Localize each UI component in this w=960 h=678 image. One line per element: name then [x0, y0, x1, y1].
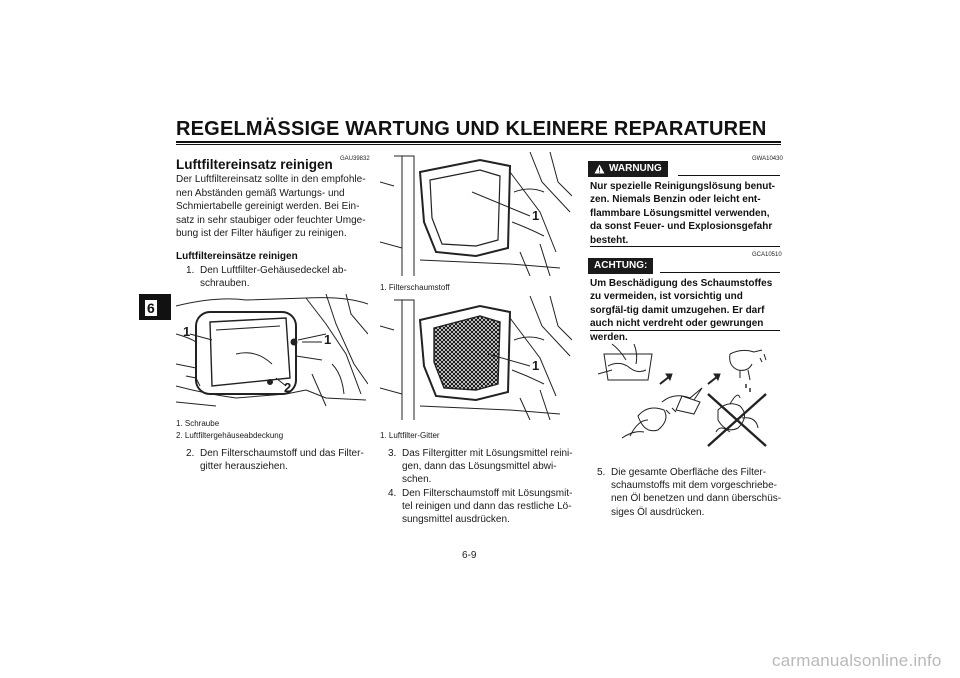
step-3: 3. Das Filtergitter mit Lösungsmittel re…: [388, 447, 574, 487]
step-text: Die gesamte Oberfläche des Filter-schaum…: [611, 467, 782, 518]
figure-caption: 2. Luftfiltergehäuseabdeckung: [176, 431, 284, 440]
page-title: REGELMÄSSIGE WARTUNG UND KLEINERE REPARA…: [176, 118, 767, 140]
step-1: 1. Den Luftfilter-Gehäusedeckel ab-schra…: [186, 264, 368, 290]
caution-bottom-rule: [590, 330, 780, 331]
callout-label: 1: [532, 358, 540, 373]
warning-text: Nur spezielle Reinigungslösung benut-zen…: [590, 181, 776, 246]
warning-label-text: WARNUNG: [609, 163, 662, 174]
step-5: 5. Die gesamte Oberfläche des Filter-sch…: [597, 466, 783, 519]
step-number: 3.: [388, 448, 397, 459]
warning-rule: [678, 175, 780, 176]
filter-screen-figure: 1: [380, 296, 572, 420]
caution-rule: [660, 272, 780, 273]
figure-caption: 1. Luftfilter-Gitter: [380, 431, 440, 440]
step-text: Den Filterschaumstoff mit Lösungsmit-tel…: [402, 488, 573, 526]
warning-triangle-icon: [594, 164, 605, 174]
chapter-number: 6: [145, 300, 157, 316]
section-heading: Luftfiltereinsatz reinigen: [176, 157, 333, 172]
intro-paragraph: Der Luftfiltereinsatz sollte in den empf…: [176, 174, 366, 240]
step-number: 5.: [597, 467, 606, 478]
step-4: 4. Den Filterschaumstoff mit Lösungsmit-…: [388, 487, 574, 527]
oiling-instruction-figure: [590, 340, 782, 452]
callout-label: 1: [324, 332, 332, 347]
step-number: 2.: [186, 448, 195, 459]
step-2: 2. Den Filterschaumstoff und das Filter-…: [186, 447, 368, 473]
step-number: 1.: [186, 265, 195, 276]
step-text: Das Filtergitter mit Lösungsmittel reini…: [402, 448, 573, 486]
figure-caption: 1. Filterschaumstoff: [380, 283, 450, 292]
title-rule: [176, 141, 781, 143]
step-number: 4.: [388, 488, 397, 499]
warning-code: GWA10430: [752, 156, 783, 162]
callout-label: 1: [532, 208, 540, 223]
filter-foam-figure: 1: [380, 152, 572, 276]
step-text: Den Luftfilter-Gehäusedeckel ab-schraube…: [200, 265, 347, 290]
callout-label: 1: [183, 324, 191, 339]
figure-caption: 1. Schraube: [176, 419, 220, 428]
caution-text: Um Beschädigung des Schaumstoffes zu ver…: [590, 278, 773, 343]
section-code: GAU39832: [340, 156, 370, 162]
warning-bottom-rule: [590, 246, 780, 247]
warning-label: WARNUNG: [588, 161, 668, 177]
page-number: 6-9: [462, 550, 477, 561]
watermark: carmanualsonline.info: [772, 651, 942, 670]
sub-heading: Luftfiltereinsätze reinigen: [176, 251, 298, 262]
caution-label: ACHTUNG:: [588, 258, 654, 274]
step-text: Den Filterschaumstoff und das Filter-git…: [200, 448, 364, 473]
callout-label: 2: [284, 380, 292, 395]
air-filter-cover-figure: 1 1 2: [176, 294, 368, 414]
title-rule-thin: [176, 144, 781, 145]
caution-code: GCA10510: [752, 252, 782, 258]
